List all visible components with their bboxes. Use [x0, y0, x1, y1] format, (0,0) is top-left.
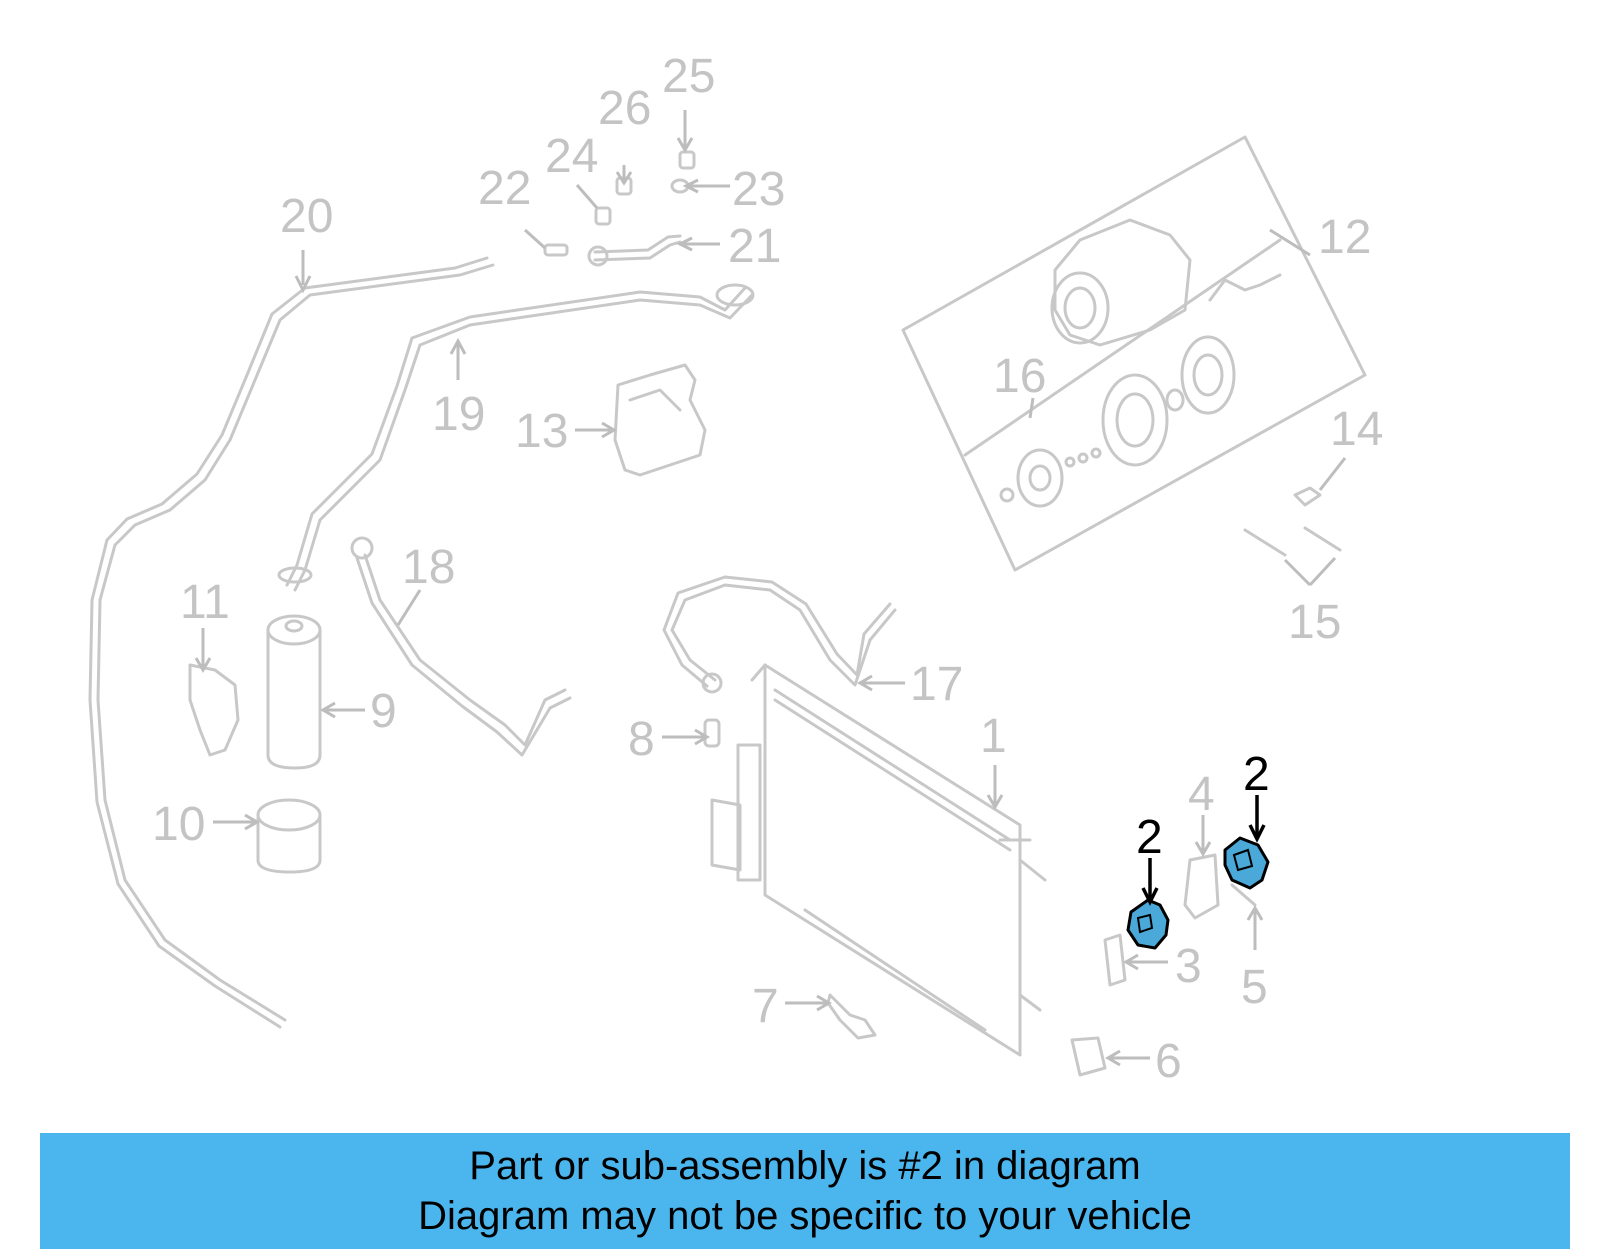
- callout-15: 15: [1288, 596, 1341, 649]
- callout-13: 13: [515, 405, 568, 458]
- part-3-fitting: [1103, 933, 1127, 987]
- callout-2-left: 2: [1136, 811, 1163, 864]
- part-1-condenser: [710, 663, 1047, 1057]
- callout-2-right: 2: [1243, 748, 1270, 801]
- callout-22: 22: [478, 162, 531, 215]
- part-15-bolts: [1243, 526, 1342, 557]
- part-4-bracket: [1183, 853, 1220, 920]
- callout-7: 7: [752, 980, 779, 1033]
- callout-19: 19: [432, 388, 485, 441]
- callout-12: 12: [1318, 211, 1371, 264]
- callout-17: 17: [910, 658, 963, 711]
- part-22-bolt: [543, 243, 569, 257]
- part-21-pipe: [587, 234, 682, 267]
- callout-21: 21: [728, 220, 781, 273]
- part-6-fitting: [1070, 1036, 1107, 1077]
- leader-lines: [194, 110, 1347, 1067]
- callout-9: 9: [370, 685, 397, 738]
- caption-banner: Part or sub-assembly is #2 in diagram Di…: [40, 1133, 1570, 1249]
- part-25-cap: [678, 150, 696, 170]
- callout-8: 8: [628, 713, 655, 766]
- callout-14: 14: [1330, 403, 1383, 456]
- part-14-clip: [1293, 486, 1322, 507]
- part-19-hose: [277, 283, 755, 592]
- part-11-bracket: [188, 663, 240, 757]
- part-20-hose: [88, 256, 495, 1029]
- part-2-mount-right[interactable]: [1223, 836, 1270, 890]
- callout-6: 6: [1155, 1035, 1182, 1088]
- part-17-hose: [662, 575, 897, 694]
- callout-10: 10: [152, 798, 205, 851]
- part-10-clamp-band: [256, 798, 322, 874]
- callout-labels: 20 25 26 24 22 23 21 19 13 12 16 14 15 1…: [152, 50, 1383, 1088]
- callout-16: 16: [993, 350, 1046, 403]
- part-24-fitting: [594, 206, 612, 226]
- callout-25: 25: [662, 50, 715, 103]
- callout-1: 1: [980, 710, 1007, 763]
- callout-11: 11: [180, 576, 230, 629]
- callout-4: 4: [1188, 768, 1215, 821]
- callout-26: 26: [598, 82, 651, 135]
- part-2-mount-left[interactable]: [1126, 898, 1170, 950]
- callout-5: 5: [1241, 961, 1268, 1014]
- part-9-receiver-drier: [266, 614, 322, 770]
- parts-diagram: 20 25 26 24 22 23 21 19 13 12 16 14 15 1…: [88, 50, 1383, 1088]
- callout-20: 20: [280, 190, 333, 243]
- caption-line-2: Diagram may not be specific to your vehi…: [418, 1194, 1192, 1238]
- caption-line-1: Part or sub-assembly is #2 in diagram: [469, 1144, 1141, 1188]
- part-13-bracket: [613, 363, 707, 477]
- part-7-bracket: [826, 993, 877, 1040]
- part-18-hose: [350, 536, 572, 757]
- part-12-compressor-group: [901, 135, 1367, 572]
- callout-18: 18: [402, 541, 455, 594]
- callout-24: 24: [545, 130, 598, 183]
- part-5-bolt: [1230, 883, 1257, 907]
- part-8-fitting: [703, 718, 721, 748]
- leader-lines-part-2: [1141, 795, 1266, 906]
- callout-23: 23: [732, 163, 785, 216]
- callout-3: 3: [1175, 940, 1202, 993]
